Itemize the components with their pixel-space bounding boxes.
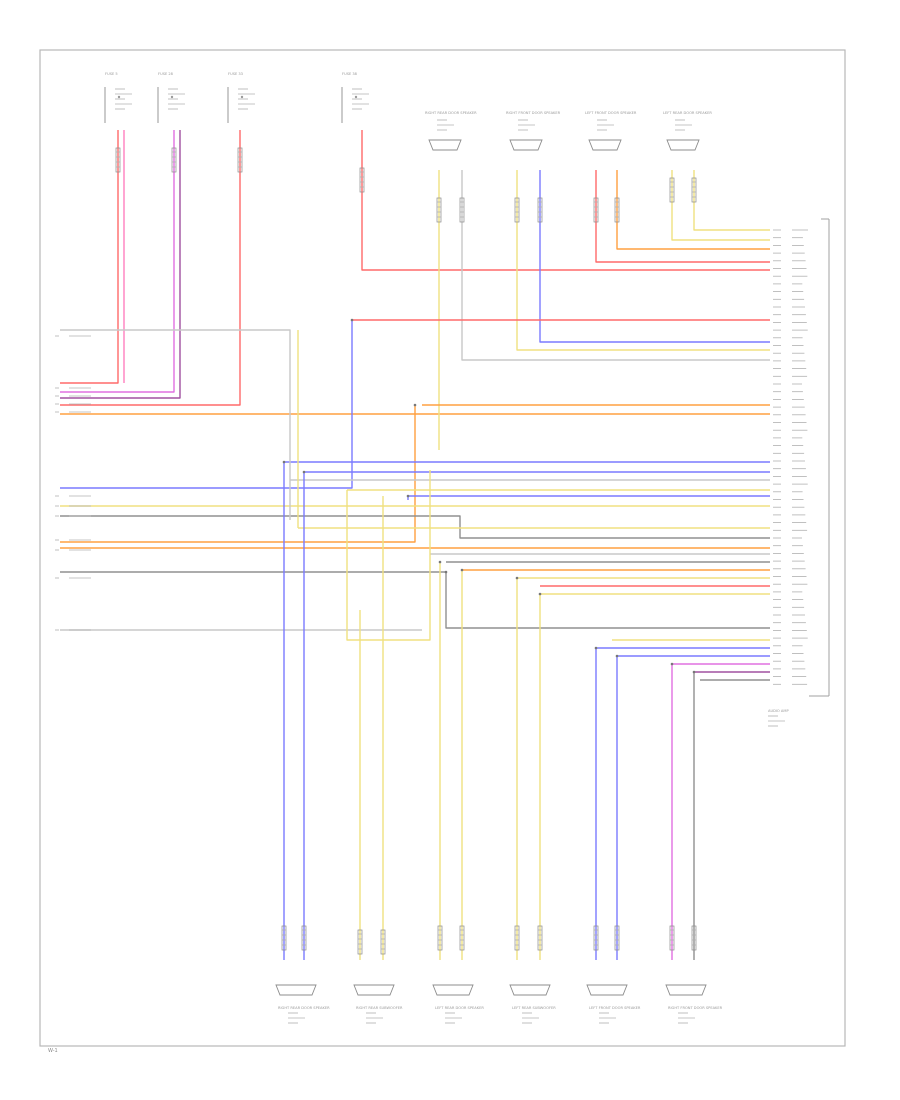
bottom-speaker-label: RIGHT REAR DOOR SPEAKER (278, 1006, 330, 1010)
bottom-speaker-label: LEFT FRONT DOOR SPEAKER (589, 1006, 641, 1010)
wire-fuse5-feed (60, 130, 119, 384)
speaker-symbol (275, 984, 317, 996)
inline-connector (537, 925, 543, 951)
inline-connector (593, 925, 599, 951)
speaker-symbol (586, 984, 628, 996)
inline-connector (281, 925, 287, 951)
inline-connector (691, 925, 697, 951)
connectors-layer (104, 87, 830, 996)
splice-dot (670, 662, 674, 666)
splice-dot (302, 470, 306, 474)
speaker-symbol (428, 139, 462, 151)
splice-dot (350, 318, 354, 322)
inline-connector (669, 177, 675, 203)
splice-dot (460, 568, 464, 572)
bottom-speaker-label: RIGHT FRONT DOOR SPEAKER (668, 1006, 723, 1010)
speaker-symbol (588, 139, 622, 151)
wire-rr-top-gray (461, 170, 770, 361)
inline-connector (359, 167, 365, 193)
bottom-speaker-label: LEFT REAR SUBWOOFER (512, 1006, 556, 1010)
wire-lf-top-orange (616, 170, 770, 250)
inline-connector (514, 197, 520, 223)
inline-connector (357, 929, 363, 955)
fuse-label: FUSE 5 (105, 72, 118, 76)
inline-connector (459, 197, 465, 223)
top-speaker-label: RIGHT REAR DOOR SPEAKER (425, 111, 477, 115)
wire-orange-left-542 (60, 405, 416, 543)
fuse-label: FUSE 38 (342, 72, 358, 76)
fuse-pin (117, 95, 121, 99)
labels-layer: AUDIO AMP FUSE 5 FUSE 28 FUSE 33 FUSE 38 RIGH… (55, 72, 808, 1024)
inline-connector (237, 147, 243, 173)
top-speaker-label: LEFT FRONT DOOR SPEAKER (585, 111, 637, 115)
wire-blue-left-488 (60, 320, 353, 489)
inline-connector (691, 177, 697, 203)
wire-fuse33-feed (60, 130, 241, 406)
splice-dot (615, 654, 619, 658)
wires-layer (60, 130, 770, 960)
fuse-label: FUSE 28 (158, 72, 174, 76)
inline-connector (115, 147, 121, 173)
wire-lightgray-330 (60, 329, 291, 520)
speaker-symbol (509, 984, 551, 996)
inline-connector (437, 925, 443, 951)
splice-dot (413, 403, 417, 407)
inline-connector (459, 925, 465, 951)
inline-connector (380, 929, 386, 955)
diagram-frame (39, 49, 846, 1047)
wire-rf-top-yellow (516, 170, 770, 351)
inline-connector (537, 197, 543, 223)
speaker-symbol (665, 984, 707, 996)
speaker-symbol (432, 984, 474, 996)
splice-dot (444, 570, 448, 574)
inline-connector (301, 925, 307, 951)
bottom-speaker-label: LEFT REAR DOOR SPEAKER (435, 1006, 484, 1010)
wire-gray-572 (60, 571, 770, 629)
speaker-symbol (353, 984, 395, 996)
wire-lr-top-yellow-2 (693, 170, 770, 231)
inline-connector (593, 197, 599, 223)
splice-dot (692, 670, 696, 674)
speaker-symbol (666, 139, 700, 151)
inline-connector (436, 197, 442, 223)
inline-connector (171, 147, 177, 173)
splice-dot (515, 576, 519, 580)
speaker-symbol (509, 139, 543, 151)
wire-fuse28-feed-2 (60, 130, 181, 399)
inline-connector (514, 925, 520, 951)
top-speaker-label: RIGHT FRONT DOOR SPEAKER (506, 111, 561, 115)
bottom-speaker-label: RIGHT REAR SUBWOOFER (356, 1006, 403, 1010)
fuse-pin (354, 95, 358, 99)
diagram-reference-code: W-1 (48, 1048, 58, 1054)
splice-dot (438, 560, 442, 564)
wire-lf-top-red (595, 170, 770, 263)
wire-gray-516 (60, 515, 770, 539)
wire-fuse28-feed (60, 130, 175, 393)
wire-yellow-loop (346, 470, 431, 641)
fuse-pin (240, 95, 244, 99)
wire-lr-top-yellow (671, 170, 770, 241)
splice-dot (406, 494, 410, 498)
audio-amp-module-label: AUDIO AMP (768, 709, 789, 713)
wire-rf-top-blue (539, 170, 770, 343)
fuse-pin (170, 95, 174, 99)
inline-connector (614, 197, 620, 223)
top-speaker-label: LEFT REAR DOOR SPEAKER (663, 111, 712, 115)
inline-connector (669, 925, 675, 951)
splice-dot (282, 460, 286, 464)
splice-dot (594, 646, 598, 650)
inline-connector (614, 925, 620, 951)
splice-dot (538, 592, 542, 596)
fuse-label: FUSE 33 (228, 72, 243, 76)
